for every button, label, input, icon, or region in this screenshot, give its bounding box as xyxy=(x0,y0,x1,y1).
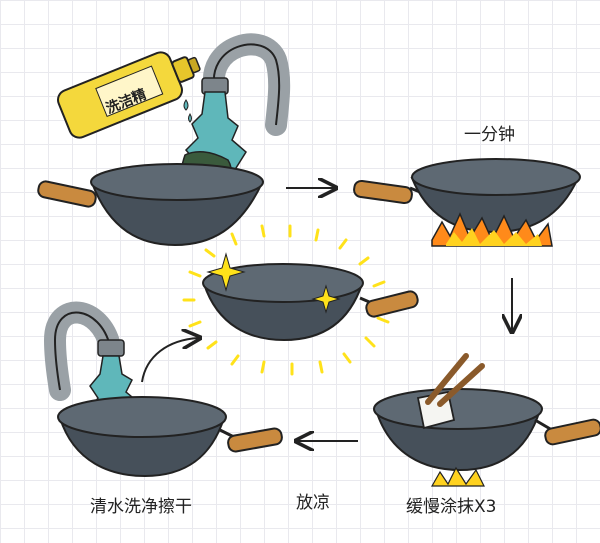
droplet-1 xyxy=(183,99,189,111)
sparkle-star-right xyxy=(311,284,341,314)
heat-time-label: 一分钟 xyxy=(464,125,515,145)
cool-step-label: 放凉 xyxy=(296,493,330,513)
flame-step3 xyxy=(430,466,485,487)
flame-step2 xyxy=(431,212,553,247)
arrow-curved-up xyxy=(141,338,198,383)
wok-finished xyxy=(202,263,419,342)
wok-step5-washing xyxy=(57,396,283,478)
wok-step1 xyxy=(37,163,264,247)
sparkle-star-left xyxy=(206,252,246,292)
wok-step3-oiling xyxy=(373,388,600,472)
chopsticks xyxy=(425,353,485,407)
sparkle-ring xyxy=(182,224,390,376)
wok-step2-heating xyxy=(353,158,581,234)
droplet-2 xyxy=(188,113,192,123)
oil-step-label: 缓慢涂抹X3 xyxy=(406,497,497,517)
wash-step-label: 清水洗净擦干 xyxy=(90,497,192,517)
faucet-top-left xyxy=(201,33,291,136)
detergent-bottle xyxy=(57,51,201,139)
